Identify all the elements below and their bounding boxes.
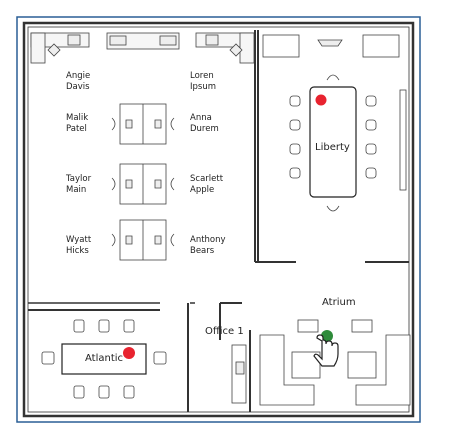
desk-pod-1[interactable] bbox=[111, 103, 175, 145]
liberty-room-walls bbox=[254, 30, 409, 263]
atlantic-chairs bbox=[41, 319, 167, 399]
room-label-office-1[interactable]: Office 1 bbox=[205, 326, 244, 337]
room-label-atrium[interactable]: Atrium bbox=[322, 297, 356, 308]
desk-pod-3[interactable] bbox=[111, 219, 175, 261]
corner-desk-right bbox=[195, 32, 255, 64]
liberty-chairs bbox=[289, 74, 377, 212]
room-label-atlantic[interactable]: Atlantic bbox=[85, 353, 124, 364]
outer-wall bbox=[22, 21, 415, 418]
liberty-table[interactable] bbox=[309, 86, 357, 198]
atrium-status-dot[interactable] bbox=[321, 330, 333, 342]
liberty-side-panel bbox=[399, 89, 407, 191]
top-center-desk bbox=[106, 32, 180, 50]
outer-wall-inner bbox=[27, 26, 410, 413]
liberty-status-dot[interactable] bbox=[315, 94, 327, 106]
corner-desk-left bbox=[30, 32, 90, 64]
liberty-cabinets bbox=[262, 34, 400, 58]
bottom-walls bbox=[28, 302, 251, 412]
hand-pointer-icon bbox=[313, 334, 339, 367]
desk-pod-2[interactable] bbox=[111, 163, 175, 205]
office1-desk bbox=[231, 344, 247, 404]
room-label-liberty[interactable]: Liberty bbox=[315, 142, 350, 153]
atlantic-status-dot[interactable] bbox=[123, 347, 135, 359]
atrium-sofas bbox=[259, 319, 411, 406]
